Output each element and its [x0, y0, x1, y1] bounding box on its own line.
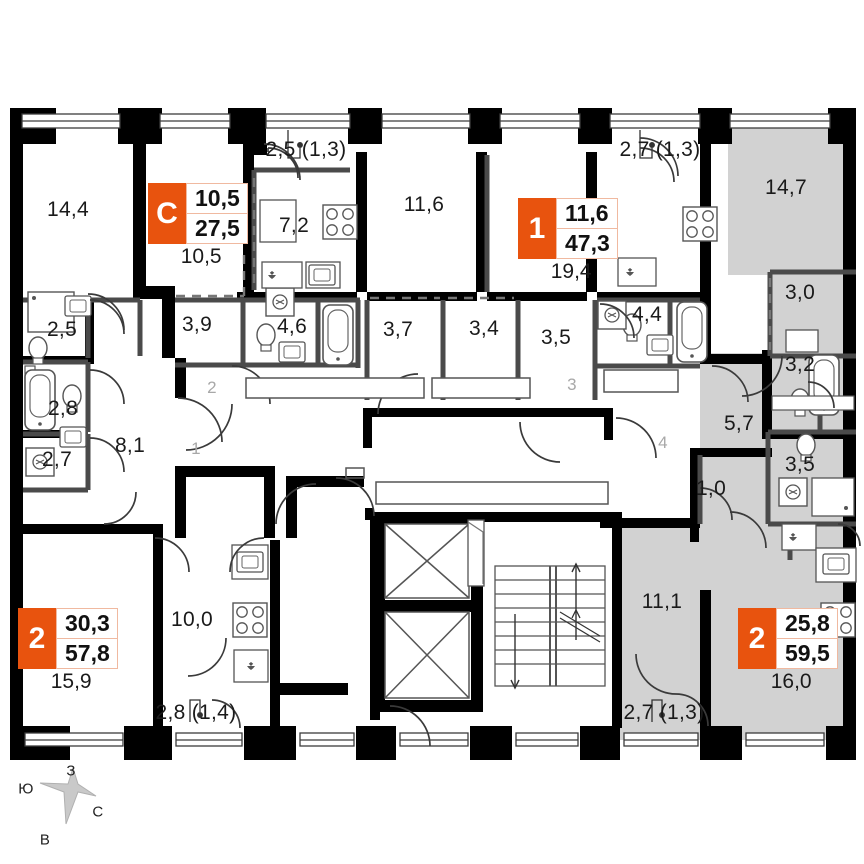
room-area-label: 2,5 (1,3)	[265, 138, 347, 161]
badge-kitchen-area: 19,4	[550, 260, 592, 284]
room-area-label: 3,0	[784, 281, 816, 304]
badge-total-area: 59,5	[785, 640, 830, 667]
stairwell	[494, 562, 606, 690]
badge-room-type: C	[148, 183, 186, 245]
room-area-label: 3,9	[181, 313, 213, 336]
opening-dashed-lines	[176, 178, 772, 350]
room-area-label: 2,8	[47, 397, 79, 420]
room-area-label: 14,4	[46, 198, 90, 221]
room-area-label: 3,2	[784, 353, 816, 376]
room-area-label: 3,5	[784, 453, 816, 476]
badge-living-area: 11,6	[557, 199, 617, 230]
badge-room-type: 1	[518, 198, 556, 260]
badge-room-type: 2	[18, 608, 56, 670]
room-area-label: 11,6	[403, 193, 445, 216]
door-swings	[87, 137, 861, 747]
room-area-label: 4,6	[276, 315, 308, 338]
room-area-label: 2,8 (1,4)	[155, 701, 237, 724]
room-area-label: 2,7 (1,3)	[623, 701, 705, 724]
badge-total-area: 27,5	[195, 215, 240, 242]
room-area-label: 4,4	[631, 303, 663, 326]
badge-kitchen-area: 10,5	[180, 245, 222, 269]
badge-total-area: 57,8	[65, 640, 110, 667]
room-area-label: 2,7	[41, 448, 73, 471]
room-area-label: 10,0	[170, 608, 214, 631]
unit-number-3: 3	[567, 375, 577, 394]
room-area-label: 3,5	[540, 326, 572, 349]
plumbing-fixtures	[24, 199, 857, 683]
compass-label-З: З	[66, 762, 76, 780]
room-area-label: 2,5	[46, 318, 78, 341]
badge-living-area: 25,8	[777, 609, 837, 640]
unit-number-2: 2	[207, 378, 217, 397]
corridor-lines	[245, 369, 679, 505]
elevator-shafts	[384, 519, 485, 699]
compass-label-Ю: Ю	[18, 780, 34, 798]
room-area-label: 11,1	[641, 590, 683, 613]
room-area-label: 3,4	[468, 317, 500, 340]
room-area-label: 3,7	[382, 318, 414, 341]
badge-living-area: 10,5	[187, 184, 247, 215]
badge-kitchen-area: 15,9	[50, 670, 92, 694]
room-area-label: 8,1	[114, 434, 146, 457]
compass-label-С: С	[92, 803, 104, 821]
balcony-markers	[189, 130, 665, 722]
unit-number-1: 1	[191, 439, 201, 458]
compass-label-В: В	[39, 831, 51, 849]
windows-top	[21, 113, 831, 129]
room-area-label: 7,2	[278, 214, 310, 237]
unit-number-4: 4	[658, 433, 668, 452]
room-area-label: 14,7	[764, 176, 808, 199]
badge-kitchen-area: 16,0	[770, 670, 812, 694]
room-area-label: 5,7	[723, 412, 755, 435]
windows-bottom	[24, 732, 825, 747]
compass-rose	[39, 766, 97, 825]
badge-living-area: 30,3	[57, 609, 117, 640]
room-area-label: 1,0	[695, 477, 727, 500]
room-area-label: 2,7 (1,3)	[619, 138, 701, 161]
badge-total-area: 47,3	[565, 230, 610, 257]
badge-room-type: 2	[738, 608, 776, 670]
